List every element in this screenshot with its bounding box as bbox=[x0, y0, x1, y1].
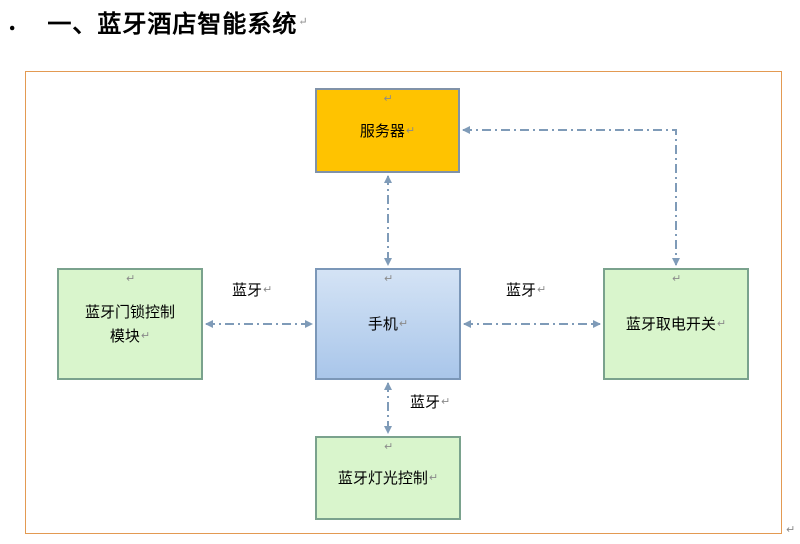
paragraph-mark: ↵ bbox=[716, 317, 727, 330]
paragraph-mark: ↵ bbox=[441, 395, 451, 408]
paragraph-mark: ↵ bbox=[298, 14, 309, 28]
diagram-frame bbox=[25, 71, 782, 534]
link-label-right: 蓝牙↵ bbox=[506, 280, 546, 300]
paragraph-mark: ↵ bbox=[126, 272, 136, 285]
server-label: 服务器 bbox=[359, 121, 405, 140]
light-control-label: 蓝牙灯光控制 bbox=[337, 469, 428, 487]
link-label-down: 蓝牙↵ bbox=[410, 392, 450, 412]
paragraph-mark: ↵ bbox=[263, 283, 273, 296]
phone-label: 手机 bbox=[367, 315, 398, 333]
light-control-node: ↵ 蓝牙灯光控制↵ bbox=[315, 436, 461, 520]
paragraph-mark: ↵ bbox=[786, 523, 796, 536]
phone-node: ↵ 手机↵ bbox=[315, 268, 461, 380]
paragraph-mark: ↵ bbox=[672, 272, 682, 285]
bluetooth-label: 蓝牙 bbox=[410, 393, 441, 411]
paragraph-mark: ↵ bbox=[384, 272, 394, 285]
door-lock-label-line-2: 模块 bbox=[109, 327, 140, 345]
server-node: ↵ 服务器↵ bbox=[315, 88, 460, 173]
heading-text: 一、蓝牙酒店智能系统 bbox=[47, 8, 298, 38]
paragraph-mark: ↵ bbox=[537, 283, 547, 296]
page-heading: . 一、蓝牙酒店智能系统 ↵ bbox=[8, 4, 309, 38]
door-lock-node: ↵ 蓝牙门锁控制 模块↵ bbox=[57, 268, 203, 380]
bluetooth-label: 蓝牙 bbox=[232, 281, 263, 299]
paragraph-mark: ↵ bbox=[428, 471, 439, 484]
heading-bullet: . bbox=[8, 6, 18, 36]
paragraph-mark: ↵ bbox=[405, 123, 416, 137]
door-lock-label-line-1: 蓝牙门锁控制 bbox=[84, 303, 175, 321]
power-switch-label: 蓝牙取电开关 bbox=[625, 315, 716, 333]
paragraph-mark: ↵ bbox=[383, 92, 393, 105]
power-switch-node: ↵ 蓝牙取电开关↵ bbox=[603, 268, 749, 380]
connector-server-power bbox=[462, 126, 680, 266]
paragraph-mark: ↵ bbox=[140, 329, 151, 342]
paragraph-mark: ↵ bbox=[384, 440, 394, 453]
paragraph-mark: ↵ bbox=[398, 317, 409, 330]
link-label-left: 蓝牙↵ bbox=[232, 280, 272, 300]
bluetooth-label: 蓝牙 bbox=[506, 281, 537, 299]
